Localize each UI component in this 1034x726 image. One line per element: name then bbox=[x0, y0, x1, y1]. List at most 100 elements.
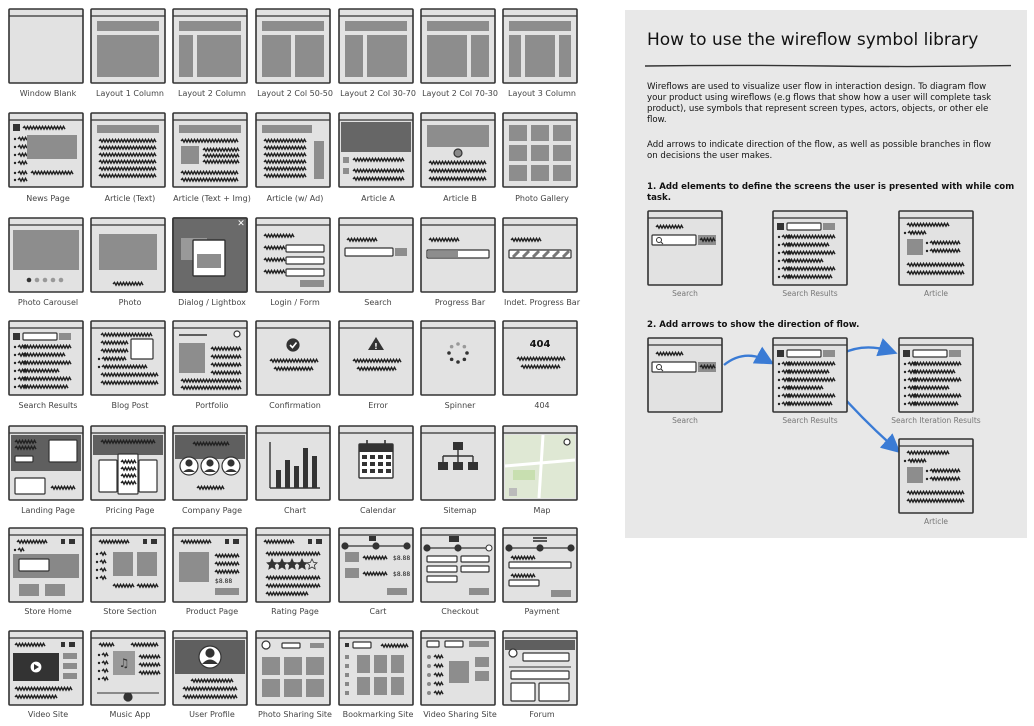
example-label: Search Iteration Results bbox=[891, 416, 981, 425]
symbol-label: Error bbox=[368, 401, 388, 410]
example-screen[interactable]: Search Iteration Results bbox=[891, 337, 981, 425]
wireframe-symbol[interactable]: Store Section bbox=[90, 527, 170, 616]
symbol-thumbnail bbox=[420, 8, 496, 84]
example-screen[interactable]: Article bbox=[898, 210, 974, 298]
example-label: Search Results bbox=[782, 416, 838, 425]
wireframe-symbol[interactable]: Photo Gallery bbox=[502, 112, 582, 203]
wireframe-symbol[interactable]: Photo bbox=[90, 217, 170, 307]
wireframe-symbol[interactable]: Spinner bbox=[420, 320, 500, 410]
error-code-text: 404 bbox=[530, 339, 551, 350]
symbol-thumbnail bbox=[502, 527, 578, 603]
symbol-label: Article A bbox=[361, 194, 395, 203]
symbol-label: Confirmation bbox=[269, 401, 321, 410]
wireframe-symbol[interactable]: Portfolio bbox=[172, 320, 252, 410]
wireframe-symbol[interactable]: Blog Post bbox=[90, 320, 170, 410]
example-label: Search Results bbox=[782, 289, 838, 298]
wireframe-symbol[interactable]: User Profile bbox=[172, 630, 252, 719]
symbol-thumbnail bbox=[502, 112, 578, 188]
symbol-label: Map bbox=[533, 506, 551, 515]
wireframe-symbol[interactable]: Layout 2 Col 50-50 bbox=[255, 8, 335, 98]
example-screen[interactable]: Search bbox=[647, 210, 723, 298]
svg-text:♫: ♫ bbox=[119, 656, 130, 670]
wireframe-symbol[interactable]: Pricing Page bbox=[90, 425, 170, 515]
symbol-label: Bookmarking Site bbox=[342, 710, 414, 719]
wireframe-symbol[interactable]: Chart bbox=[255, 425, 335, 515]
wireframe-symbol[interactable]: Store Home bbox=[8, 527, 88, 616]
wireframe-symbol[interactable]: ✕Dialog / Lightbox bbox=[172, 217, 252, 307]
example-label: Article bbox=[923, 289, 949, 298]
wireframe-symbol[interactable]: Search Results bbox=[8, 320, 88, 410]
wireframe-symbol[interactable]: Bookmarking Site bbox=[338, 630, 418, 719]
symbol-label: Indet. Progress Bar bbox=[503, 298, 580, 307]
symbol-label: Company Page bbox=[182, 506, 242, 515]
wireframe-symbol[interactable]: Rating Page bbox=[255, 527, 335, 616]
wireframe-symbol[interactable]: Indet. Progress Bar bbox=[502, 217, 582, 307]
wireframe-symbol[interactable]: Video Sharing Site bbox=[420, 630, 500, 719]
wireframe-symbol[interactable]: Layout 2 Col 30-70 bbox=[338, 8, 418, 98]
wireframe-symbol[interactable]: Checkout bbox=[420, 527, 500, 616]
symbol-thumbnail bbox=[8, 630, 84, 706]
step-1-heading: 1. Add elements to define the screens th… bbox=[647, 182, 1015, 192]
wireframe-symbol[interactable]: Confirmation bbox=[255, 320, 335, 410]
wireframe-symbol[interactable]: Video Site bbox=[8, 630, 88, 719]
symbol-thumbnail bbox=[172, 425, 248, 501]
symbol-label: User Profile bbox=[189, 710, 235, 719]
wireframe-symbol[interactable]: Search bbox=[338, 217, 418, 307]
symbol-label: Photo bbox=[118, 298, 142, 307]
wireframe-symbol[interactable]: Article B bbox=[420, 112, 500, 203]
symbol-thumbnail bbox=[255, 217, 331, 293]
wireframe-symbol[interactable]: Article A bbox=[338, 112, 418, 203]
symbol-thumbnail bbox=[255, 630, 331, 706]
wireframe-symbol[interactable]: Layout 2 Column bbox=[172, 8, 252, 98]
wireframe-symbol[interactable]: Layout 2 Col 70-30 bbox=[420, 8, 500, 98]
wireframe-symbol[interactable]: Article (Text) bbox=[90, 112, 170, 203]
wireframe-symbol[interactable]: Article (Text + Img) bbox=[172, 112, 252, 203]
symbol-thumbnail bbox=[420, 112, 496, 188]
wireframe-symbol[interactable]: Article (w/ Ad) bbox=[255, 112, 335, 203]
symbol-thumbnail bbox=[8, 217, 84, 293]
intro-line: flow. bbox=[647, 115, 667, 125]
arrows-line: on decisions the user makes. bbox=[647, 151, 773, 161]
wireframe-symbol[interactable]: Map bbox=[502, 425, 582, 515]
wireframe-symbol[interactable]: Photo Carousel bbox=[8, 217, 88, 307]
example-screen[interactable]: Search Results bbox=[772, 210, 848, 298]
symbol-label: News Page bbox=[26, 194, 70, 203]
svg-text:!: ! bbox=[374, 342, 378, 351]
wireframe-symbol[interactable]: Progress Bar bbox=[420, 217, 500, 307]
example-screen[interactable]: Search Results bbox=[772, 337, 848, 425]
wireframe-symbol[interactable]: Company Page bbox=[172, 425, 252, 515]
wireframe-symbol[interactable]: Sitemap bbox=[420, 425, 500, 515]
wireframe-symbol[interactable]: Landing Page bbox=[8, 425, 88, 515]
wireframe-symbol[interactable]: Photo Sharing Site bbox=[255, 630, 335, 719]
symbol-label: Layout 2 Column bbox=[177, 89, 246, 98]
wireframe-symbol[interactable]: Layout 1 Column bbox=[90, 8, 170, 98]
wireframe-symbol[interactable]: Window Blank bbox=[8, 8, 88, 98]
wireframe-symbol[interactable]: Calendar bbox=[338, 425, 418, 515]
example-thumbnail bbox=[647, 210, 723, 286]
symbol-label: Rating Page bbox=[271, 607, 319, 616]
wireframe-symbol[interactable]: News Page bbox=[8, 112, 88, 203]
symbol-label: Photo Carousel bbox=[17, 298, 79, 307]
symbol-label: Forum bbox=[529, 710, 555, 719]
wireframe-symbol[interactable]: ! Error bbox=[338, 320, 418, 410]
symbol-thumbnail bbox=[8, 425, 84, 501]
symbol-thumbnail bbox=[502, 8, 578, 84]
symbol-label: Store Section bbox=[103, 607, 157, 616]
symbol-thumbnail bbox=[255, 527, 331, 603]
wireframe-symbol[interactable]: Layout 3 Column bbox=[502, 8, 582, 98]
wireframe-symbol[interactable]: Login / Form bbox=[255, 217, 335, 307]
wireframe-symbol[interactable]: Forum bbox=[502, 630, 582, 719]
symbol-thumbnail bbox=[255, 425, 331, 501]
wireframe-symbol[interactable]: Payment bbox=[502, 527, 582, 616]
symbol-label: Blog Post bbox=[111, 401, 149, 410]
instructions-panel: How to use the wireflow symbol library W… bbox=[625, 10, 1027, 538]
wireframe-symbol[interactable]: ♫Music App bbox=[90, 630, 170, 719]
symbol-thumbnail bbox=[420, 425, 496, 501]
symbol-thumbnail bbox=[90, 217, 166, 293]
example-screen[interactable]: Article bbox=[898, 438, 974, 526]
example-screen[interactable]: Search bbox=[647, 337, 723, 425]
example-label: Search bbox=[672, 289, 698, 298]
